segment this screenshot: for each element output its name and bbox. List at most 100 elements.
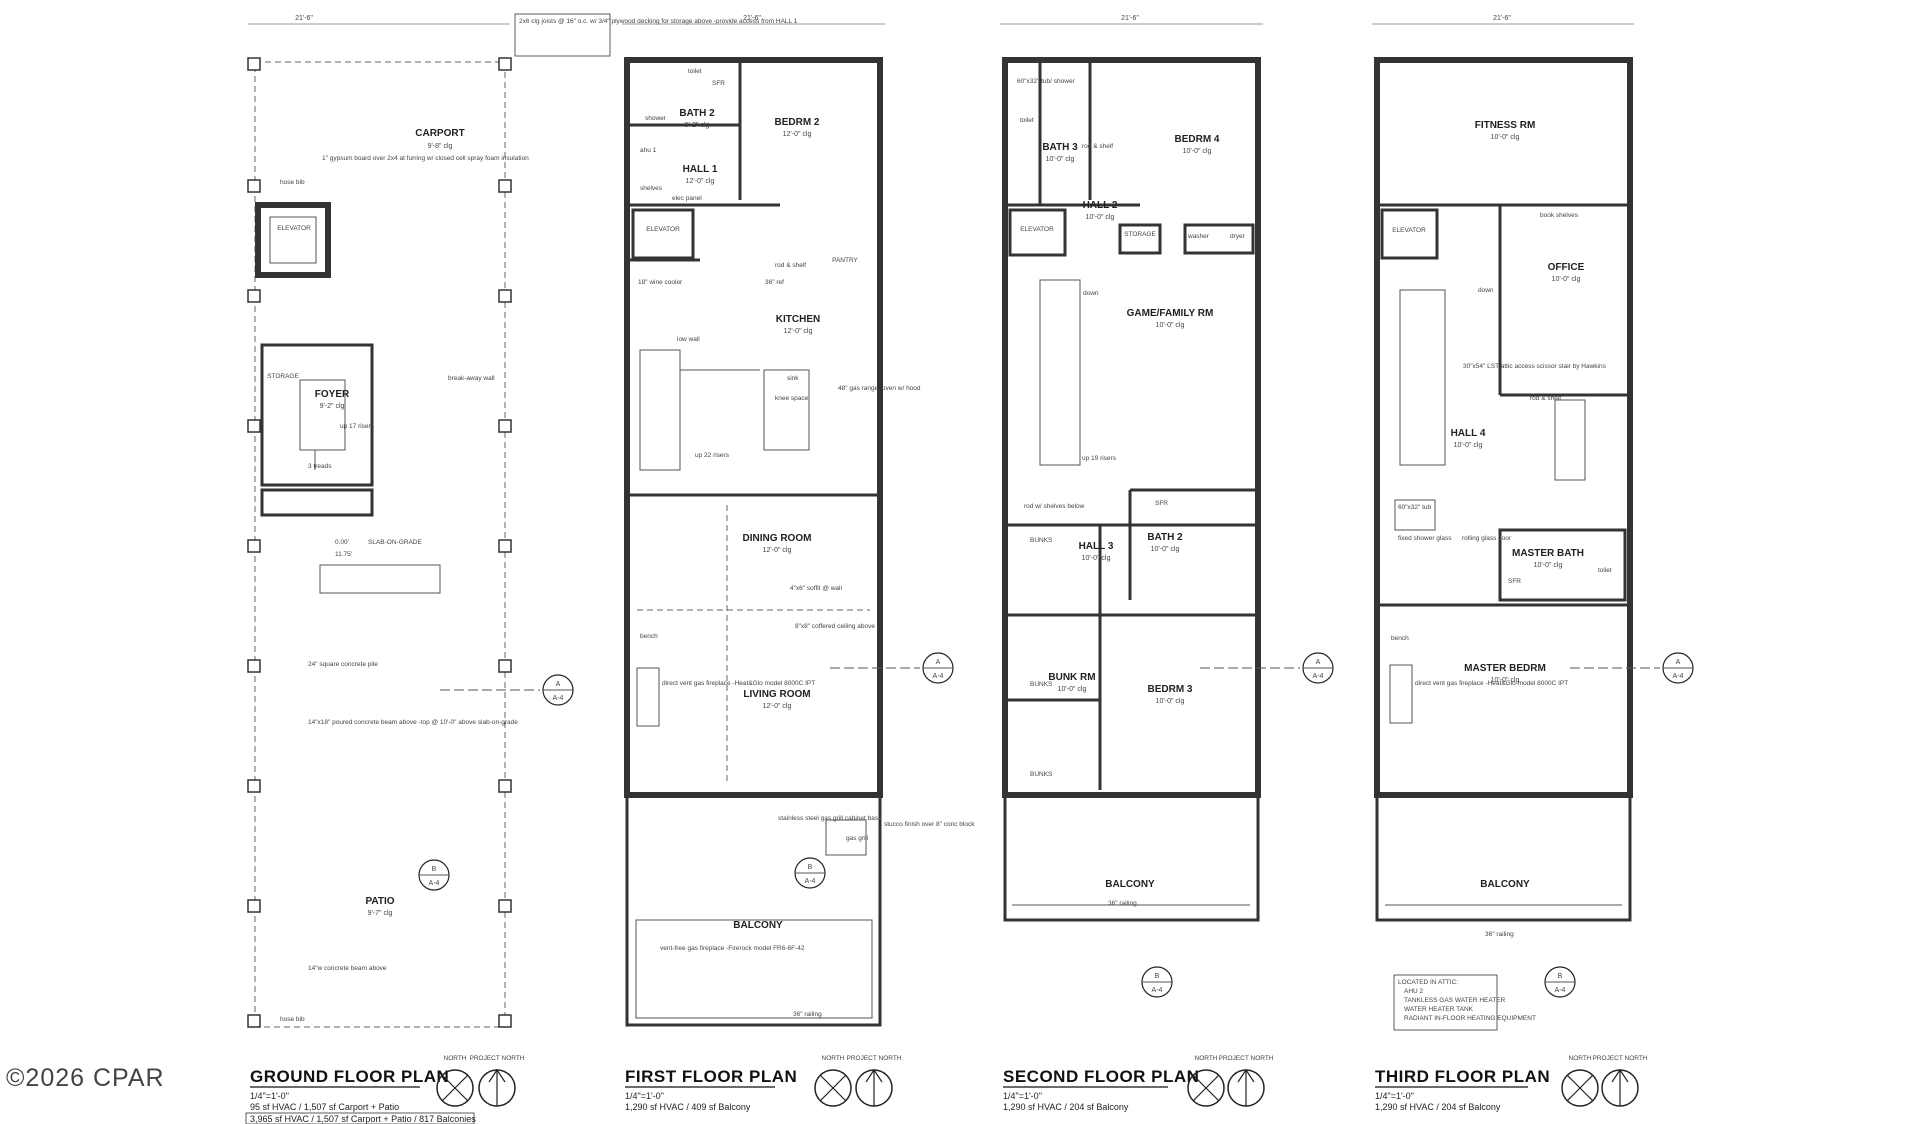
room-game-family: GAME/FAMILY RM (1127, 308, 1214, 319)
svg-text:BUNKS: BUNKS (1030, 681, 1053, 688)
svg-text:A-4: A-4 (805, 878, 816, 885)
svg-text:A-4: A-4 (1152, 987, 1163, 994)
svg-text:BUNKS: BUNKS (1030, 537, 1053, 544)
svg-text:4"x6" soffit @ wall: 4"x6" soffit @ wall (790, 585, 842, 592)
room-master-bath: MASTER BATH (1512, 548, 1584, 559)
room-first-elevator: ELEVATOR (646, 226, 680, 233)
svg-text:down: down (1478, 287, 1494, 294)
ground-project-north-arrow: PROJECT NORTH (469, 1055, 525, 1107)
third-floor-area: 1,290 sf HVAC / 204 sf Balcony (1375, 1102, 1501, 1112)
svg-text:up 22 risers: up 22 risers (695, 452, 730, 459)
note-concrete-pile: 24" square concrete pile (308, 661, 378, 668)
ground-floor-plan: 21'-6" CARPORT 9'-8" clg ELEVATOR STORAG (245, 15, 574, 1124)
svg-text:TANKLESS GAS WATER HEATER: TANKLESS GAS WATER HEATER (1404, 997, 1506, 1004)
note-clg-joists: 2x6 clg joists @ 16" o.c. w/ 3/4" plywoo… (519, 18, 798, 25)
room-office: OFFICE (1548, 262, 1585, 273)
svg-text:PROJECT NORTH: PROJECT NORTH (1592, 1055, 1647, 1062)
room-pantry: PANTRY (832, 257, 858, 264)
svg-text:9'-2" clg: 9'-2" clg (685, 122, 710, 129)
note-slab-on-grade: SLAB-ON-GRADE (368, 539, 422, 546)
svg-text:10'-0" clg: 10'-0" clg (1086, 214, 1115, 221)
attic-equipment-box: LOCATED IN ATTIC: AHU 2 TANKLESS GAS WAT… (1393, 974, 1536, 1031)
svg-text:toilet: toilet (1020, 117, 1034, 124)
second-project-north-arrow: PROJECT NORTH (1218, 1055, 1274, 1107)
svg-text:toilet: toilet (1598, 567, 1612, 574)
svg-text:B: B (808, 864, 813, 871)
second-floor-title: SECOND FLOOR PLAN (1003, 1067, 1199, 1086)
room-first-balcony: BALCONY (733, 920, 783, 931)
svg-text:B: B (1155, 973, 1160, 980)
svg-text:48" gas range, oven w/ hood: 48" gas range, oven w/ hood (838, 385, 921, 392)
room-foyer-ceiling: 9'-2" clg (320, 403, 345, 410)
note-hose-bib-bottom: hose bib (280, 1016, 305, 1023)
third-floor-title: THIRD FLOOR PLAN (1375, 1067, 1550, 1086)
first-floor-scale: 1/4"=1'-0" (625, 1091, 664, 1101)
first-floor-plan: 21'-6" 2x6 clg joists @ 16" o.c. w/ 3/4"… (514, 13, 975, 1112)
room-bath3: BATH 3 (1042, 142, 1078, 153)
svg-text:18" wine cooler: 18" wine cooler (638, 279, 683, 286)
first-section-b-marker: B A-4 (794, 857, 826, 889)
svg-text:rod & shelf: rod & shelf (1530, 395, 1561, 402)
svg-text:10'-0" clg: 10'-0" clg (1491, 677, 1520, 684)
svg-text:36" railing: 36" railing (1108, 900, 1137, 907)
svg-text:A-4: A-4 (1313, 673, 1324, 680)
room-second-elevator: ELEVATOR (1020, 226, 1054, 233)
svg-text:A-4: A-4 (1673, 673, 1684, 680)
svg-text:rod & shelf: rod & shelf (775, 262, 806, 269)
copyright-watermark: ©2026 CPAR (6, 1064, 165, 1092)
svg-text:RADIANT IN-FLOOR HEATING EQUIP: RADIANT IN-FLOOR HEATING EQUIPMENT (1404, 1015, 1536, 1022)
svg-text:low wall: low wall (677, 336, 700, 343)
svg-text:up 19 risers: up 19 risers (1082, 455, 1117, 462)
third-north-arrow: NORTH (1561, 1055, 1599, 1107)
note-concrete-beam-above: 14"w concrete beam above (308, 965, 387, 972)
room-dining: DINING ROOM (743, 533, 812, 544)
svg-text:10'-0" clg: 10'-0" clg (1156, 322, 1185, 329)
svg-text:knee space: knee space (775, 395, 809, 402)
room-carport: CARPORT (415, 128, 464, 139)
second-floor-plan: 21'-6" BATH 3 10'-0" clg BEDRM 4 10'-0" … (1000, 15, 1334, 1112)
first-section-a-marker: A A-4 (830, 652, 954, 684)
svg-text:12'-0" clg: 12'-0" clg (763, 703, 792, 710)
room-patio-ceiling: 9'-7" clg (368, 910, 393, 917)
third-section-b-marker: B A-4 (1544, 966, 1576, 998)
svg-text:direct vent gas fireplace -Hea: direct vent gas fireplace -Heat&Glo mode… (1415, 680, 1568, 687)
room-ground-elevator: ELEVATOR (277, 225, 311, 232)
note-elevation-1175: 11.75' (335, 551, 352, 558)
third-project-north-arrow: PROJECT NORTH (1592, 1055, 1648, 1107)
svg-text:A-4: A-4 (933, 673, 944, 680)
svg-text:elec panel: elec panel (672, 195, 702, 202)
room-hall4: HALL 4 (1451, 428, 1486, 439)
room-second-balcony: BALCONY (1105, 879, 1155, 890)
svg-text:A: A (1676, 659, 1681, 666)
room-foyer: FOYER (315, 389, 350, 400)
svg-text:AHU 2: AHU 2 (1404, 988, 1424, 995)
note-up-17-risers: up 17 risers (340, 423, 375, 430)
ground-floor-total-area: 3,965 sf HVAC / 1,507 sf Carport + Patio… (250, 1114, 476, 1124)
room-master-bedrm: MASTER BEDRM (1464, 663, 1546, 674)
svg-text:36" railing: 36" railing (793, 1011, 822, 1018)
svg-text:60"x32" tub: 60"x32" tub (1398, 504, 1432, 511)
svg-text:shelves: shelves (640, 185, 663, 192)
svg-text:B: B (432, 866, 437, 873)
third-floor-scale: 1/4"=1'-0" (1375, 1091, 1414, 1101)
third-section-a-marker: A A-4 (1570, 652, 1694, 684)
room-third-balcony: BALCONY (1480, 879, 1530, 890)
svg-text:bench: bench (1391, 635, 1409, 642)
svg-text:bench: bench (640, 633, 658, 640)
svg-text:10'-0" clg: 10'-0" clg (1046, 156, 1075, 163)
svg-text:PROJECT NORTH: PROJECT NORTH (846, 1055, 901, 1062)
first-floor-title: FIRST FLOOR PLAN (625, 1067, 797, 1086)
svg-text:36" ref: 36" ref (765, 279, 784, 286)
room-fitness: FITNESS RM (1475, 120, 1536, 131)
svg-text:10'-0" clg: 10'-0" clg (1156, 698, 1185, 705)
note-break-away-wall-1: break-away wall (448, 375, 495, 382)
svg-text:fixed shower glass: fixed shower glass (1398, 535, 1452, 542)
room-hall2: HALL 2 (1083, 200, 1118, 211)
svg-text:10'-0" clg: 10'-0" clg (1058, 686, 1087, 693)
room-first-bath2: BATH 2 (679, 108, 715, 119)
svg-text:36" railing: 36" railing (1485, 931, 1514, 938)
second-section-a-marker: A A-4 (1200, 652, 1334, 684)
svg-text:10'-0" clg: 10'-0" clg (1151, 546, 1180, 553)
svg-text:A-4: A-4 (429, 880, 440, 887)
third-floor-plan: 21'-6" FITNESS RM 10'-0" clg ELEVATOR OF… (1372, 15, 1694, 1112)
